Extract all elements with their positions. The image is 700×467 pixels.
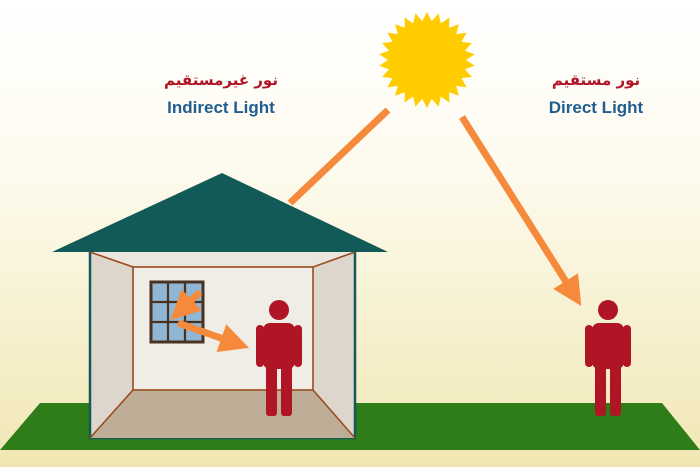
roof	[52, 173, 388, 252]
person-icon	[256, 300, 302, 416]
person-arm-left	[585, 325, 593, 367]
indirect-light-arrow-room	[176, 319, 250, 353]
sun-icon	[379, 12, 475, 108]
person-arm-right	[623, 325, 631, 367]
sun-disc	[393, 26, 461, 94]
room-floor	[90, 390, 355, 438]
house	[52, 173, 388, 440]
person-leg-left	[595, 362, 606, 416]
sun-ray-to-house	[287, 107, 391, 206]
person-head	[598, 300, 618, 320]
indirect-light-arrow-window	[170, 289, 203, 321]
person-arm-left	[256, 325, 264, 367]
person-arm-right	[294, 325, 302, 367]
person-leg-right	[281, 362, 292, 416]
indirect-light-label-arabic: نور غیرمستقیم	[164, 71, 278, 89]
person-leg-right	[610, 362, 621, 416]
person-leg-left	[266, 362, 277, 416]
room-ceiling	[90, 252, 355, 267]
person-head	[269, 300, 289, 320]
person-torso	[263, 323, 295, 369]
window	[149, 280, 205, 344]
direct-light-arrow	[459, 115, 582, 306]
room-edges	[89, 251, 356, 439]
person-icon	[585, 300, 631, 416]
direct-light-label: Direct Light	[548, 98, 644, 117]
direct-light-label-arabic: نور مستقیم	[551, 71, 641, 89]
indirect-light-label: Indirect Light	[167, 98, 275, 117]
person-torso	[592, 323, 624, 369]
